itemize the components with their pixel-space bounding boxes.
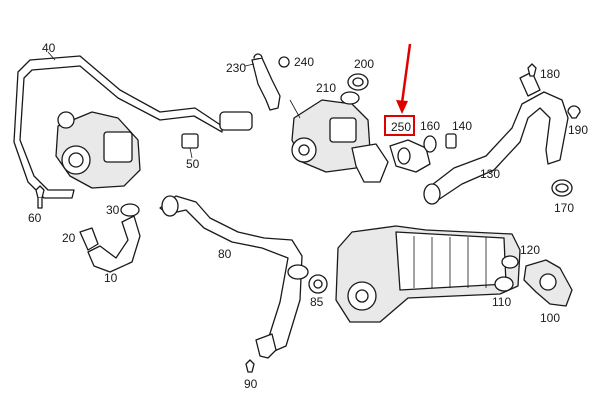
hose-10: [87, 215, 141, 273]
bolt-180: [527, 63, 537, 77]
highlight-arrow-head: [396, 100, 408, 114]
callout-210: 210: [316, 81, 336, 95]
highlight-arrow: [400, 43, 412, 104]
egr-valve-left: [55, 111, 141, 189]
clamp-30: [120, 203, 140, 217]
callout-200: 200: [354, 57, 374, 71]
highlight-indicator: [384, 43, 415, 136]
clip-190: [567, 105, 581, 119]
callout-190: 190: [568, 123, 588, 137]
pipe-40: [13, 51, 253, 199]
callout-180: 180: [540, 67, 560, 81]
clamp-160: [423, 135, 437, 153]
clamp-110: [494, 276, 514, 292]
callout-100: 100: [540, 311, 560, 325]
sensor-140: [445, 133, 457, 149]
ring-210: [340, 91, 360, 105]
pipe-segment-180: [351, 143, 389, 183]
egr-cooler: [335, 225, 521, 323]
callout-130: 130: [480, 167, 500, 181]
gasket-85: [308, 274, 328, 294]
callout-50: 50: [186, 157, 200, 171]
callout-40: 40: [42, 41, 56, 55]
callout-230: 230: [226, 61, 246, 75]
hose-20: [79, 227, 99, 251]
callout-60: 60: [28, 211, 42, 225]
callout-90: 90: [244, 377, 258, 391]
callout-140: 140: [452, 119, 472, 133]
callout-10: 10: [104, 271, 118, 285]
callout-170: 170: [554, 201, 574, 215]
bracket-50: [181, 133, 199, 159]
callout-80: 80: [218, 247, 232, 261]
flange-200: [347, 73, 369, 91]
clip-240: [278, 56, 290, 68]
hose-130: [423, 71, 569, 205]
ring-120: [501, 255, 519, 269]
bracket-90: [245, 333, 277, 373]
callout-110: 110: [492, 295, 511, 309]
hose-230: [244, 53, 281, 111]
callout-20: 20: [62, 231, 76, 245]
callout-30: 30: [106, 203, 120, 217]
pipe-80: [159, 195, 309, 353]
callout-160: 160: [420, 119, 440, 133]
connector-250: [389, 139, 431, 173]
bolt-60: [35, 185, 45, 209]
callout-240: 240: [294, 55, 314, 69]
callout-250: 250: [391, 120, 411, 134]
clamp-170: [551, 179, 573, 197]
callout-120: 120: [520, 243, 540, 257]
housing-100: [523, 259, 573, 307]
highlight-box: [384, 115, 415, 136]
egr-valve-center: [289, 99, 371, 173]
callout-85: 85: [310, 295, 324, 309]
